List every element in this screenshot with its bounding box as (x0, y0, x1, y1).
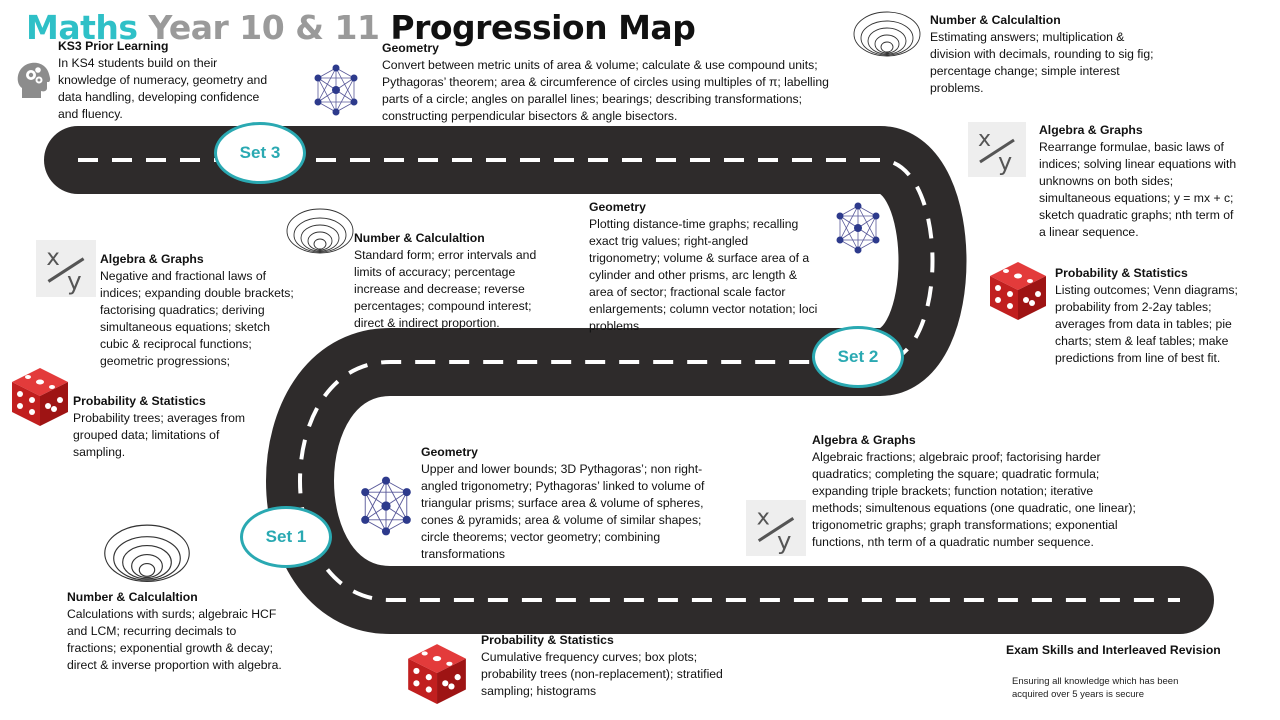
ks3-prior-learning: KS3 Prior Learning In KS4 students build… (58, 38, 268, 123)
x-over-y-icon: x y (746, 500, 806, 556)
set1-geometry: Geometry Upper and lower bounds; 3D Pyth… (421, 444, 731, 563)
x-over-y-icon: x y (968, 122, 1026, 177)
red-dice-icon (402, 636, 470, 708)
exam-skills-heading: Exam Skills and Interleaved Revision (1006, 643, 1221, 657)
set1-probability-heading: Probability & Statistics (481, 633, 614, 647)
head-gears-icon (14, 60, 52, 100)
svg-text:x: x (46, 245, 59, 271)
set1-algebra-heading: Algebra & Graphs (812, 433, 916, 447)
red-dice-icon (984, 256, 1050, 322)
set3-number: Number & Calculaltion Estimating answers… (930, 12, 1158, 97)
svg-text:y: y (998, 148, 1012, 176)
title-progression-map: Progression Map (390, 8, 696, 47)
svg-text:y: y (67, 267, 82, 296)
set2-number: Number & Calculaltion Standard form; err… (354, 230, 564, 332)
set2-algebra-body: Negative and fractional laws of indices;… (100, 269, 294, 368)
set1-probability: Probability & Statistics Cumulative freq… (481, 632, 756, 700)
page-title: Maths Year 10 & 11 Progression Map (26, 8, 696, 48)
svg-text:x: x (978, 127, 991, 152)
set1-geometry-body: Upper and lower bounds; 3D Pythagoras’; … (421, 462, 705, 561)
title-maths: Maths (26, 8, 138, 47)
set2-algebra-heading: Algebra & Graphs (100, 252, 204, 266)
set3-marker: Set 3 (214, 122, 306, 184)
set3-geometry: Geometry Convert between metric units of… (382, 40, 852, 125)
ks3-heading: KS3 Prior Learning (58, 39, 169, 53)
set2-probability-body: Probability trees; averages from grouped… (73, 411, 246, 459)
svg-text:x: x (757, 504, 770, 530)
set2-number-heading: Number & Calculaltion (354, 231, 485, 245)
set2-geometry-body: Plotting distance-time graphs; recalling… (589, 217, 818, 333)
set3-geometry-body: Convert between metric units of area & v… (382, 58, 829, 123)
number-sets-venn-icon (102, 520, 192, 584)
set2-number-body: Standard form; error intervals and limit… (354, 248, 537, 330)
title-years: Year 10 & 11 (148, 8, 380, 47)
set1-algebra-body: Algebraic fractions; algebraic proof; fa… (812, 450, 1136, 549)
metatron-cube-icon (312, 64, 360, 116)
set3-geometry-heading: Geometry (382, 41, 439, 55)
set3-algebra-heading: Algebra & Graphs (1039, 123, 1143, 137)
set1-number-body: Calculations with surds; algebraic HCF a… (67, 607, 282, 672)
set3-number-heading: Number & Calculaltion (930, 13, 1061, 27)
set1-algebra: Algebra & Graphs Algebraic fractions; al… (812, 432, 1142, 551)
set3-probability-heading: Probability & Statistics (1055, 266, 1188, 280)
red-dice-icon (6, 360, 72, 430)
set3-probability: Probability & Statistics Listing outcome… (1055, 265, 1255, 367)
number-sets-venn-icon (285, 205, 355, 255)
set3-number-body: Estimating answers; multiplication & div… (930, 30, 1154, 95)
exam-skills-body: Ensuring all knowledge which has been ac… (1012, 676, 1179, 700)
set2-geometry-heading: Geometry (589, 200, 646, 214)
x-over-y-icon: x y (36, 240, 96, 297)
set1-probability-body: Cumulative frequency curves; box plots; … (481, 650, 723, 698)
number-sets-venn-icon (852, 8, 922, 58)
set3-algebra-body: Rearrange formulae, basic laws of indice… (1039, 140, 1237, 239)
set1-geometry-heading: Geometry (421, 445, 478, 459)
ks3-body: In KS4 students build on their knowledge… (58, 56, 268, 121)
set2-marker: Set 2 (812, 326, 904, 388)
metatron-cube-icon (834, 202, 882, 254)
set3-probability-body: Listing outcomes; Venn diagrams; probabi… (1055, 283, 1238, 365)
set1-number-heading: Number & Calculaltion (67, 590, 198, 604)
svg-text:y: y (777, 526, 791, 555)
set1-marker: Set 1 (240, 506, 332, 568)
metatron-cube-icon (358, 476, 414, 536)
set2-probability: Probability & Statistics Probability tre… (73, 393, 263, 461)
set2-probability-heading: Probability & Statistics (73, 394, 206, 408)
set3-algebra: Algebra & Graphs Rearrange formulae, bas… (1039, 122, 1239, 241)
set2-algebra: Algebra & Graphs Negative and fractional… (100, 251, 300, 370)
set1-number: Number & Calculaltion Calculations with … (67, 589, 289, 674)
set2-geometry: Geometry Plotting distance-time graphs; … (589, 199, 821, 335)
